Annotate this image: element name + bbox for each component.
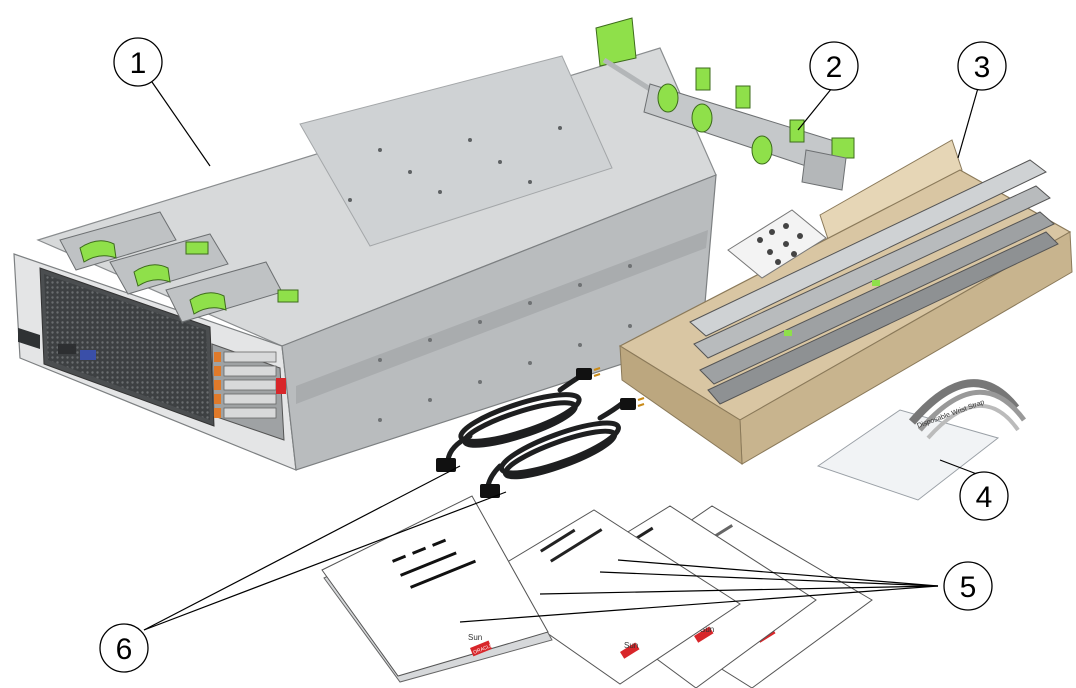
cable-management-arm [595,17,855,191]
leader-lines [143,81,983,631]
svg-text:3: 3 [974,51,991,84]
svg-text:2: 2 [826,51,843,84]
documents: Sun Sun Sun [321,495,873,688]
document-1: Sun ORACLE [321,495,553,683]
doc1-sun: Sun [468,633,482,642]
rail-kit-box [618,139,1073,465]
server-chassis [13,47,717,471]
power-cords [436,367,645,498]
wrist-strap: Disposable Wrist Strap [816,379,1027,501]
callout-2: 2 [809,41,859,91]
svg-text:4: 4 [976,481,993,514]
callout-3: 3 [957,41,1007,91]
callout-5: 5 [943,561,993,611]
doc3-sun: Sun [700,625,714,634]
svg-text:5: 5 [960,571,977,604]
svg-text:6: 6 [116,633,133,666]
drive-bays [211,343,285,441]
callout-4: 4 [959,471,1009,521]
svg-text:1: 1 [130,47,147,80]
fan-modules [59,211,299,323]
callout-6: 6 [99,623,149,673]
doc2-sun: Sun [624,641,638,650]
callout-1: 1 [113,37,163,87]
document-2: Sun [473,509,741,685]
